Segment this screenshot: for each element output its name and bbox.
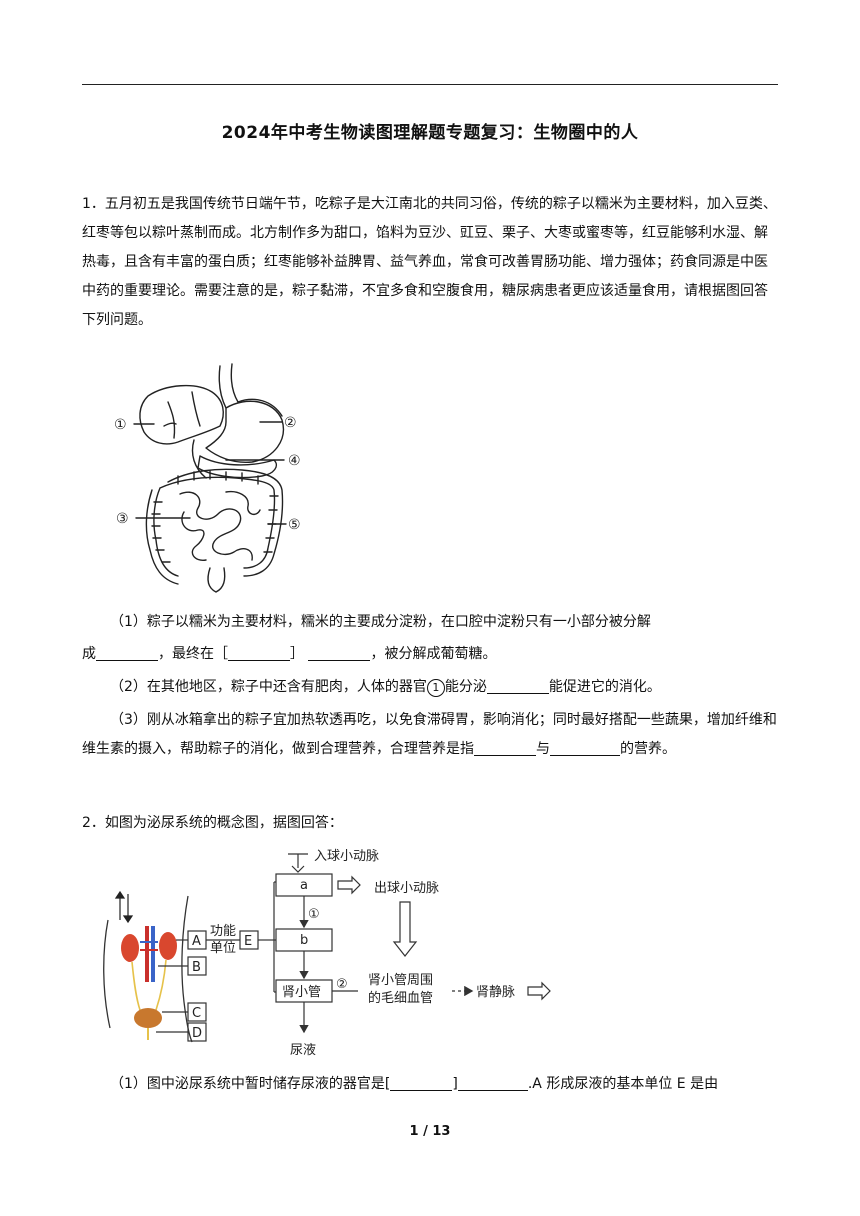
in-arteriole-label: 入球小动脉 xyxy=(314,849,379,864)
answer-blank[interactable] xyxy=(390,1076,453,1091)
label-2: ② xyxy=(284,415,297,431)
label-3: ③ xyxy=(116,511,129,527)
box-B-label: B xyxy=(192,960,201,975)
digestive-system-figure: ① ② ④ ③ ⑤ xyxy=(114,363,301,593)
answer-blank[interactable] xyxy=(457,1076,528,1091)
capillary-label-1: 肾小管周围 xyxy=(368,973,433,988)
q1-stem: 1．五月初五是我国传统节日端午节，吃粽子是大江南北的共同习俗，传统的粽子以糯米为… xyxy=(82,196,777,328)
urinary-concept-diagram: 入球小动脉 a 出球小动脉 ① b 功能 单位 A B C D E 肾小管 ② … xyxy=(103,849,551,1058)
ureter xyxy=(131,959,167,1011)
page-number: 1 / 13 xyxy=(409,1124,451,1139)
small-intestine-shape xyxy=(179,490,261,561)
box-C-label: C xyxy=(192,1006,201,1021)
bladder xyxy=(134,1008,162,1028)
organ-number-badge: 1 xyxy=(426,679,445,697)
out-arteriole-label: 出球小动脉 xyxy=(374,881,439,896)
box-b-label: b xyxy=(300,933,308,948)
func-label-1: 功能 xyxy=(210,924,236,939)
box-A-label: A xyxy=(192,934,201,949)
box-a-label: a xyxy=(300,878,308,893)
box-D-label: D xyxy=(192,1026,202,1041)
q2-sub1: （1）图中泌尿系统中暂时储存尿液的器官是[].A 形成尿液的基本单位 E 是由 xyxy=(110,1076,719,1092)
hollow-arrow-down xyxy=(392,901,418,957)
box-E-label: E xyxy=(244,934,252,949)
hollow-arrow-right xyxy=(527,981,551,1001)
page-title: 2024年中考生物读图理解题专题复习：生物圈中的人 xyxy=(221,123,639,143)
pancreas-shape xyxy=(197,455,278,479)
answer-blank[interactable] xyxy=(228,646,290,661)
large-intestine-shape xyxy=(153,476,276,577)
capillary-label-2: 的毛细血管 xyxy=(368,990,433,1006)
label-4: ④ xyxy=(288,453,301,469)
esophagus-shape xyxy=(218,363,239,409)
answer-blank[interactable] xyxy=(550,741,620,756)
label-1: ① xyxy=(114,417,127,433)
header-rule xyxy=(82,84,778,85)
rectum-shape xyxy=(207,567,226,593)
q1-sub1-line2: 成，最终在［］ ，被分解成葡萄糖。 xyxy=(82,646,497,662)
answer-blank[interactable] xyxy=(308,646,371,661)
answer-blank[interactable] xyxy=(474,741,536,756)
func-label-2: 单位 xyxy=(210,941,236,956)
left-kidney xyxy=(121,934,139,962)
aorta xyxy=(145,926,149,982)
box-tubule-label: 肾小管 xyxy=(282,985,321,1000)
renal-vein-label: 肾静脉 xyxy=(476,985,515,1000)
step-2-label: ② xyxy=(336,977,348,992)
step-1-label: ① xyxy=(308,907,320,922)
label-5: ⑤ xyxy=(288,517,301,533)
q2-stem: 2．如图为泌尿系统的概念图，据图回答： xyxy=(82,815,343,831)
answer-blank[interactable] xyxy=(486,679,549,694)
q1-sub3: （3）刚从冰箱拿出的粽子宜加热软透再吃，以免食滞碍胃，影响消化；同时最好搭配一些… xyxy=(82,712,777,757)
liver-shape xyxy=(139,384,224,445)
q1-sub1: （1）粽子以糯米为主要材料，糯米的主要成分淀粉，在口腔中淀粉只有一小部分被分解 xyxy=(110,614,651,630)
right-kidney xyxy=(159,932,177,960)
urine-label: 尿液 xyxy=(290,1043,316,1058)
stomach-shape xyxy=(205,400,284,464)
hollow-arrow-right xyxy=(337,875,361,895)
vena-cava xyxy=(151,926,155,982)
answer-blank[interactable] xyxy=(96,646,158,661)
